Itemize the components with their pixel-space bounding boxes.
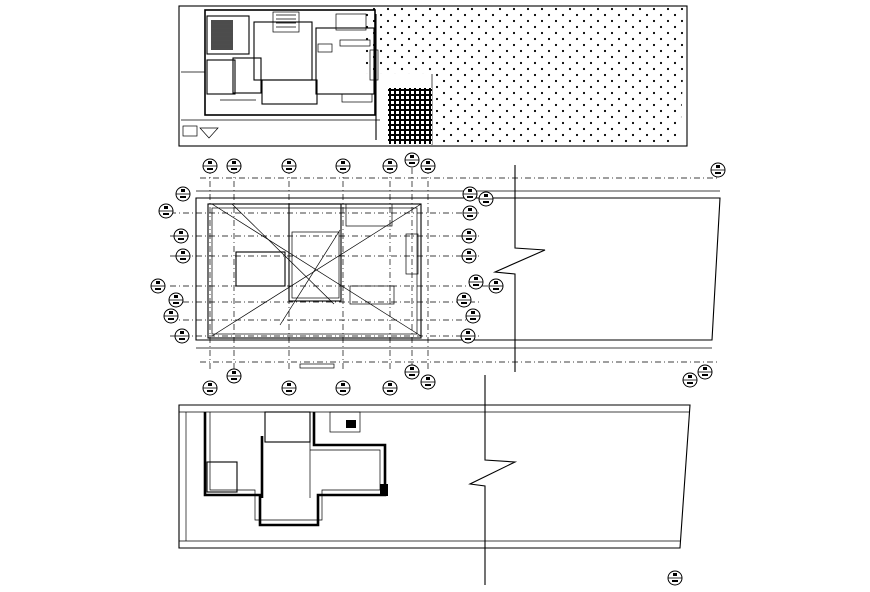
grid-lines-vertical [209,168,429,372]
grid-bubble-icon [420,158,436,174]
grid-bubble-icon [465,308,481,324]
grid-bubble-icon [456,292,472,308]
grid-bubble-icon [281,158,297,174]
garden-hatch-area [364,7,686,145]
plinth-beam-layout [178,375,691,585]
grid-bubble-icon [462,205,478,221]
bed-hatch [211,20,233,50]
courtyard-tile-hatch [388,88,432,144]
grid-bubble-icon [468,274,484,290]
grid-bubble-icon [335,380,351,396]
grid-bubble-icon [335,158,351,174]
ground-floor-plan [178,5,688,147]
grid-bubble-icon [174,328,190,344]
grid-bubble-icon [175,248,191,264]
grid-bubble-icon [404,364,420,380]
house-walls [181,9,380,140]
grid-bubble-icon [175,186,191,202]
grid-bubble-icon [460,328,476,344]
grid-bubble-icon [382,380,398,396]
break-line-icon [468,375,518,585]
grid-bubble-icon [404,152,420,168]
grid-bubble-icon [461,248,477,264]
grid-bubble-icon [697,364,713,380]
grid-bubble-icon [420,374,436,390]
grid-bubble-icon [202,380,218,396]
grid-bubble-icon [150,278,166,294]
grid-bubble-icon [461,228,477,244]
plinth-walls [203,411,388,527]
grid-bubble-icon [158,203,174,219]
grid-bubble-icon [488,278,504,294]
grid-bubble-icon [462,186,478,202]
grid-bubble-icon [173,228,189,244]
foundation-layout [170,165,721,372]
grid-bubble-icon [168,292,184,308]
grid-bubble-icon [710,162,726,178]
grid-bubble-icon [226,368,242,384]
grid-bubble-icon [682,372,698,388]
grid-bubble-icon [281,380,297,396]
grid-bubble-icon [382,158,398,174]
grid-lines-horizontal [170,177,720,363]
grid-bubble-icon [226,158,242,174]
grid-bubble-icon [163,308,179,324]
grid-bubble-icon [202,158,218,174]
break-line-icon [492,165,546,372]
grid-bubble-icon [667,570,683,586]
grid-bubble-icon [478,191,494,207]
